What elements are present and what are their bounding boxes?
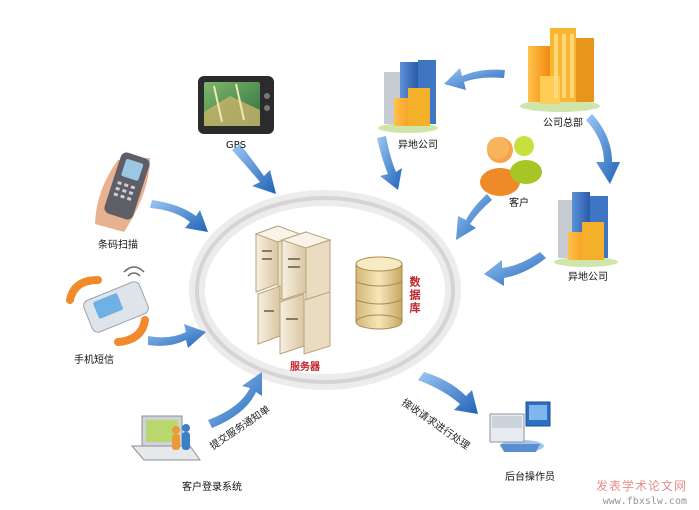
branch-office-right-icon [554, 192, 618, 267]
backend-label: 后台操作员 [505, 472, 555, 483]
arrow-server-to-backend [418, 372, 478, 414]
client-login-label: 客户登录系统 [182, 482, 242, 493]
arrows [148, 68, 620, 428]
server-label: 服务器 [290, 362, 320, 373]
arrow-barcode-to-server [150, 200, 208, 232]
sms-label: 手机短信 [74, 355, 114, 366]
database-label: 数据库 [408, 276, 421, 315]
arrow-customer-to-server [456, 194, 492, 240]
arrow-hq-to-branch-right [586, 114, 620, 184]
gps-device-icon [198, 76, 274, 134]
arrow-client-to-server [208, 372, 262, 428]
branch-right-label: 异地公司 [568, 272, 608, 283]
arrow-gps-to-server [232, 144, 276, 194]
branch-office-top-icon [378, 60, 438, 133]
customer-label: 客户 [509, 198, 529, 209]
barcode-scanner-icon [95, 152, 150, 232]
headquarters-label: 公司总部 [543, 118, 583, 129]
mobile-phone-icon [66, 266, 149, 346]
customer-icon [480, 136, 542, 196]
gps-label: GPS [225, 140, 247, 151]
arrow-hq-to-branch [444, 68, 505, 90]
center-ring [189, 190, 461, 390]
client-login-icon [130, 415, 201, 461]
database-icon [355, 256, 403, 330]
arrow-branch-right-to-server [484, 252, 546, 286]
watermark-text: 发表学术论文网 [595, 479, 687, 493]
server-icon [254, 225, 332, 355]
branch-top-label: 异地公司 [398, 140, 438, 151]
headquarters-icon [520, 28, 600, 112]
watermark-url: www.fbxslw.com [602, 496, 687, 507]
arrow-branch-to-server [377, 136, 402, 190]
arrow-sms-to-server [148, 324, 206, 348]
backend-workstation-icon [489, 401, 551, 452]
barcode-label: 条码扫描 [98, 240, 138, 251]
